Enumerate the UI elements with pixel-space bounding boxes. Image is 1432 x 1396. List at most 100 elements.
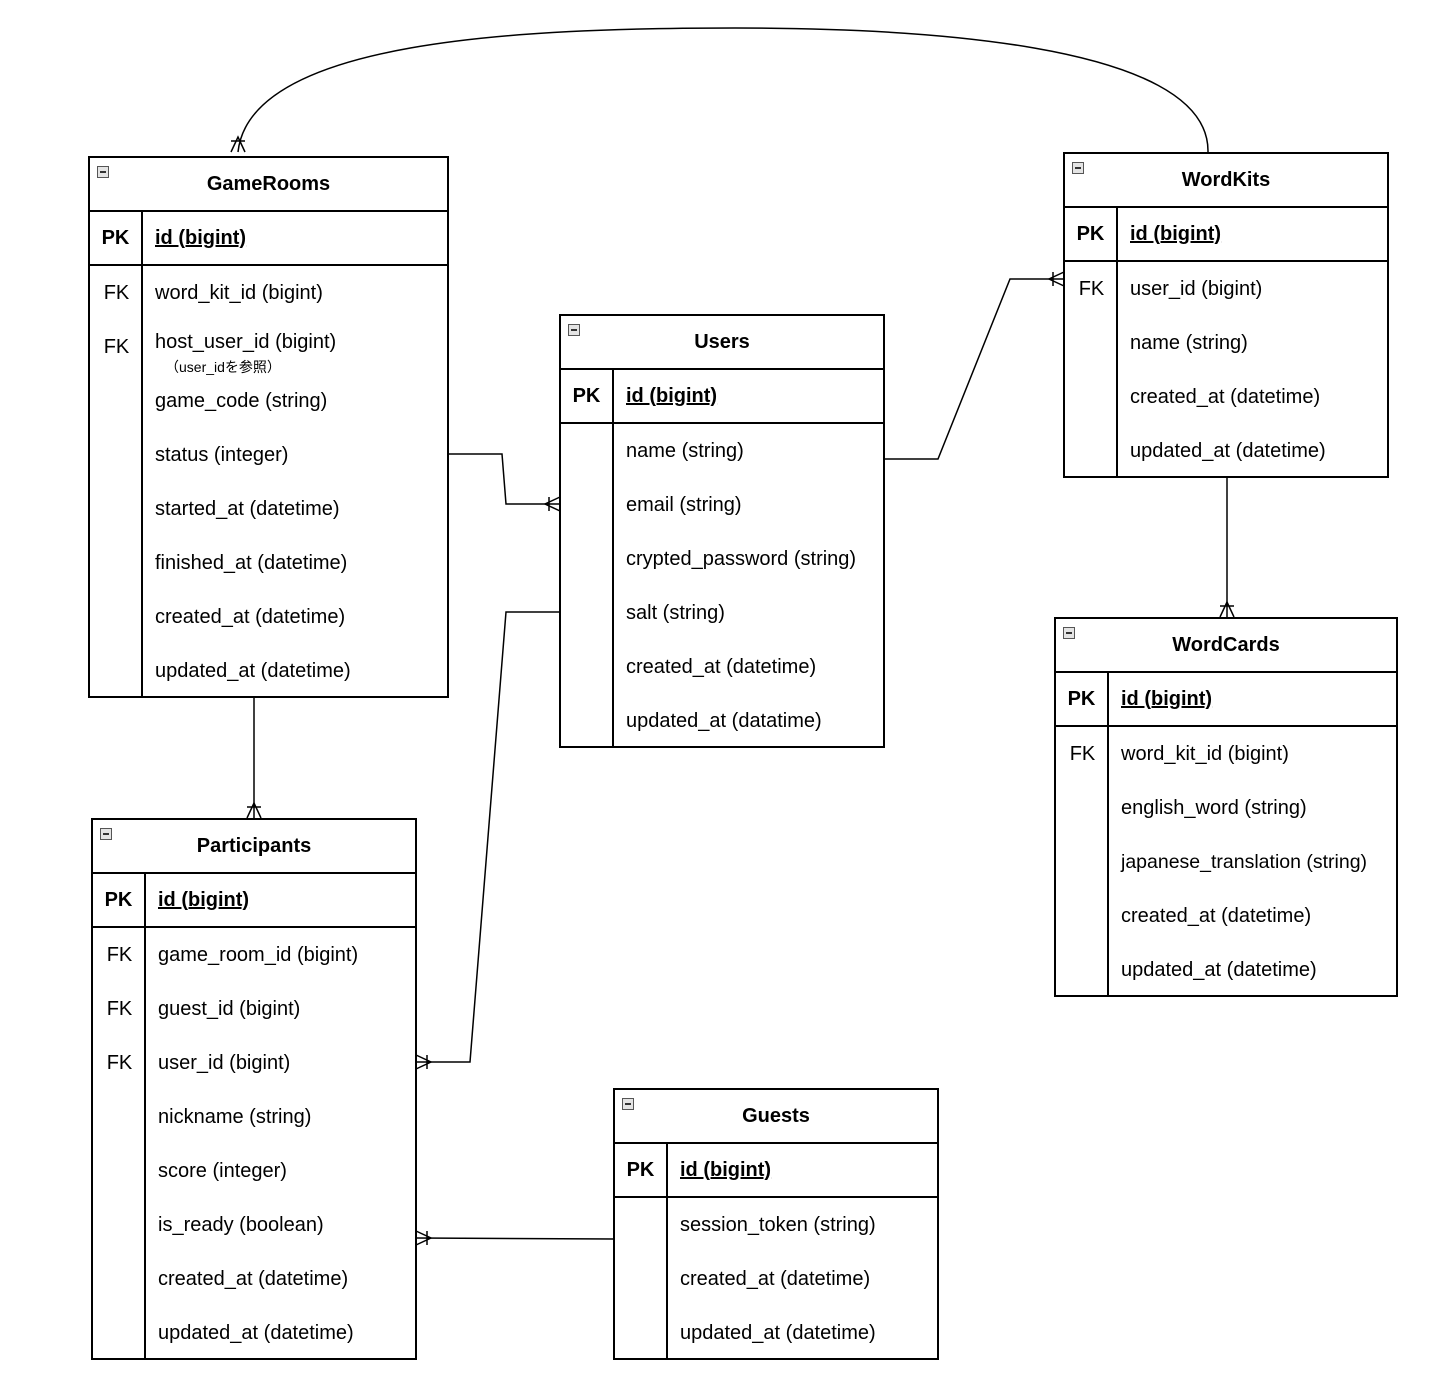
field-list: FK user_id (bigint) name (string) create… [1065,262,1387,478]
field-name: updated_at (datetime) [155,659,351,682]
field-row: game_code (string) [90,374,447,428]
entity-gamerooms[interactable]: GameRooms PK id (bigint) FK word_kit_id … [88,156,449,698]
entity-header: WordKits [1065,154,1387,208]
entity-title: GameRooms [206,172,331,195]
entity-wordcards[interactable]: WordCards PK id (bigint) FK word_kit_id … [1054,617,1398,997]
field-name: guest_id (bigint) [158,997,301,1020]
entity-guests[interactable]: Guests PK id (bigint) session_token (str… [613,1088,939,1360]
field-name: is_ready (boolean) [158,1213,324,1236]
field-row: salt (string) [561,586,883,640]
key-label [561,478,614,532]
key-label [615,1198,668,1252]
collapse-icon[interactable] [97,166,109,178]
key-label [561,424,614,478]
entity-participants[interactable]: Participants PK id (bigint) FK game_room… [91,818,417,1360]
entity-header: Guests [615,1090,937,1144]
key-label: FK [103,335,130,358]
field-list: FK word_kit_id (bigint) english_word (st… [1056,727,1396,997]
collapse-icon[interactable] [622,1098,634,1110]
entity-title: WordKits [1181,168,1271,191]
field-row: updated_at (datetime) [1056,943,1396,997]
key-label [90,590,143,644]
field-name: email (string) [626,493,742,516]
field-name: updated_at (datetime) [1121,958,1317,981]
field-list: name (string) email (string) crypted_pas… [561,424,883,748]
field-name: finished_at (datetime) [155,551,348,574]
key-label [93,1144,146,1198]
pk-field: id (bigint) [158,888,250,911]
key-label: PK [615,1144,668,1196]
entity-users[interactable]: Users PK id (bigint) name (string) email… [559,314,885,748]
field-row: updated_at (datetime) [90,644,447,698]
key-label [90,482,143,536]
key-label [561,586,614,640]
pk-row: PK id (bigint) [93,874,415,928]
field-row: name (string) [561,424,883,478]
collapse-icon[interactable] [568,324,580,336]
pk-field: id (bigint) [680,1158,772,1181]
pk-row: PK id (bigint) [1056,673,1396,727]
key-label [93,1252,146,1306]
collapse-icon[interactable] [100,828,112,840]
pk-field: id (bigint) [626,384,718,407]
field-row: FK word_kit_id (bigint) [90,266,447,320]
pk-field: id (bigint) [1121,687,1213,710]
key-label [90,428,143,482]
field-name: created_at (datetime) [158,1267,349,1290]
key-label [615,1252,668,1306]
field-row: created_at (datetime) [1065,370,1387,424]
key-label: FK [103,281,130,304]
field-row: created_at (datetime) [93,1252,415,1306]
field-note: （user_idを参照） [165,359,281,375]
field-row: created_at (datetime) [561,640,883,694]
entity-title: Guests [742,1104,810,1127]
key-label [90,374,143,428]
field-row: created_at (datetime) [90,590,447,644]
entity-wordkits[interactable]: WordKits PK id (bigint) FK user_id (bigi… [1063,152,1389,478]
key-label: FK [106,997,133,1020]
entity-header: GameRooms [90,158,447,212]
connector-guests-participants [415,1237,615,1240]
key-label: FK [106,1051,133,1074]
collapse-icon[interactable] [1072,162,1084,174]
field-name: created_at (datetime) [1121,904,1312,927]
key-label [1065,370,1118,424]
field-row: FK host_user_id (bigint) （user_idを参照） [90,320,447,375]
field-name: name (string) [1130,331,1248,354]
pk-field: id (bigint) [155,226,247,249]
field-name: score (integer) [158,1159,287,1182]
key-label: FK [1069,742,1096,765]
key-label [93,1306,146,1360]
crowfoot-gamerooms-top [230,135,246,153]
field-name: updated_at (datetime) [158,1321,354,1344]
field-name: crypted_password (string) [626,547,857,570]
key-label [93,1198,146,1252]
field-row: session_token (string) [615,1198,937,1252]
field-name: game_code (string) [155,389,328,412]
collapse-icon[interactable] [1063,627,1075,639]
entity-header: Participants [93,820,415,874]
connector-users-wordkits [884,278,1064,460]
field-name: created_at (datetime) [1130,385,1321,408]
field-name: name (string) [626,439,744,462]
field-list: FK word_kit_id (bigint) FK host_user_id … [90,266,447,698]
field-row: english_word (string) [1056,781,1396,835]
field-name: created_at (datetime) [155,605,346,628]
key-label [561,694,614,748]
field-name: nickname (string) [158,1105,312,1128]
field-list: session_token (string) created_at (datet… [615,1198,937,1360]
field-row: score (integer) [93,1144,415,1198]
field-row: crypted_password (string) [561,532,883,586]
connector-users-participants [416,611,560,1063]
entity-title: WordCards [1172,633,1280,656]
field-name: updated_at (datetime) [1130,439,1326,462]
key-label: PK [1065,208,1118,260]
key-label [93,1090,146,1144]
crowfoot-users-left [543,496,561,512]
crowfoot-wordcards-top [1219,600,1235,618]
field-row: name (string) [1065,316,1387,370]
field-row: updated_at (datatime) [561,694,883,748]
field-row: FK game_room_id (bigint) [93,928,415,982]
field-row: updated_at (datetime) [615,1306,937,1360]
entity-title: Participants [196,834,312,857]
